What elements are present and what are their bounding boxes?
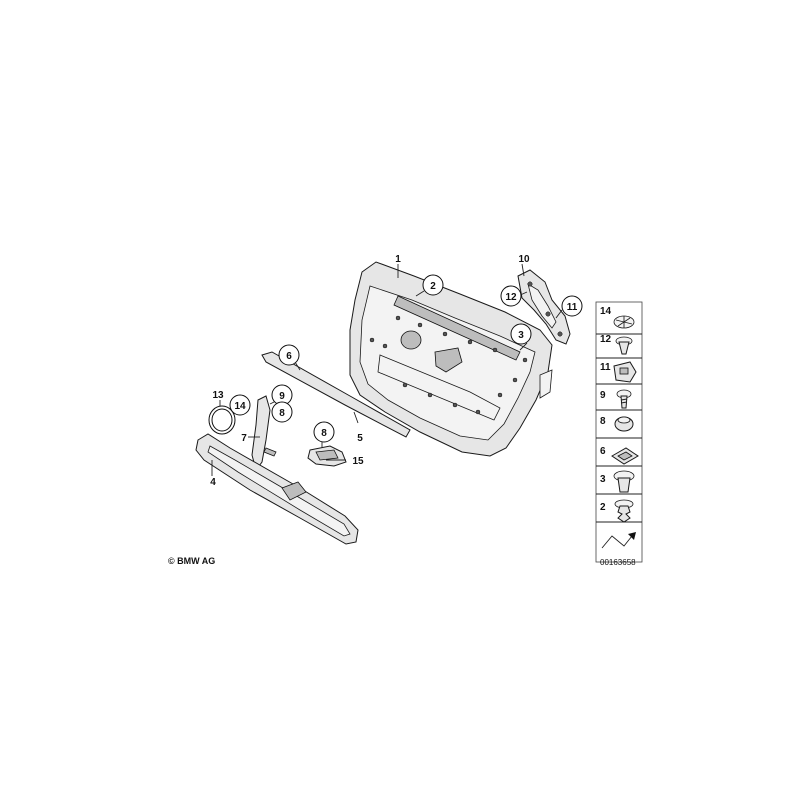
callout-1: 1 (395, 254, 401, 265)
drawing-number: 00163658 (600, 558, 636, 567)
callout-5: 5 (357, 433, 363, 444)
trim-strip-7 (251, 395, 277, 472)
callout-9: 9 (279, 391, 285, 402)
screw-9-icon (616, 389, 632, 409)
push-clip-12-icon (615, 336, 633, 355)
legend-num-11: 11 (600, 362, 611, 373)
panel-clip-holes (369, 315, 528, 415)
callout-12: 12 (505, 292, 517, 303)
legend-cells (596, 333, 642, 523)
legend-num-9: 9 (600, 390, 606, 401)
legend-num-3: 3 (600, 474, 606, 485)
expanding-rivet-3-icon (613, 470, 635, 493)
callout-6: 6 (286, 351, 292, 362)
rivet-14-icon (613, 315, 635, 329)
callout-11: 11 (567, 302, 578, 313)
callout-10: 10 (518, 254, 530, 265)
legend-num-12: 12 (600, 334, 612, 345)
door-trim-panel (349, 261, 553, 457)
callout-13: 13 (212, 390, 224, 401)
clip-6-icon (611, 447, 639, 465)
callout-4: 4 (210, 477, 216, 488)
legend-num-2: 2 (600, 502, 606, 513)
callout-14: 14 (234, 401, 246, 412)
copyright-label: © BMW AG (168, 556, 215, 566)
callout-numbers: 1 2 3 10 12 11 6 13 14 9 8 7 5 8 15 4 (210, 254, 578, 488)
arrow-symbol-icon (601, 532, 636, 549)
clip-nut-11-icon (613, 361, 637, 383)
fastener-legend: 14 12 11 9 8 6 3 2 (595, 301, 643, 563)
legend-num-6: 6 (600, 446, 606, 457)
callout-15: 15 (352, 456, 364, 467)
callout-7: 7 (241, 433, 247, 444)
door-handle (307, 445, 347, 467)
callout-circles (229, 274, 583, 443)
legend-num-14: 14 (600, 306, 612, 317)
fir-tree-clip-2-icon (614, 499, 634, 523)
bracket-part (517, 269, 571, 345)
callout-3: 3 (518, 330, 524, 341)
legend-num-8: 8 (600, 416, 606, 427)
ring-cover (208, 405, 236, 435)
grommet-8-icon (614, 416, 634, 432)
callout-8-handle: 8 (321, 428, 327, 439)
callout-8-upper: 8 (279, 408, 285, 419)
callout-2: 2 (430, 281, 436, 292)
armrest-trim (195, 433, 359, 545)
